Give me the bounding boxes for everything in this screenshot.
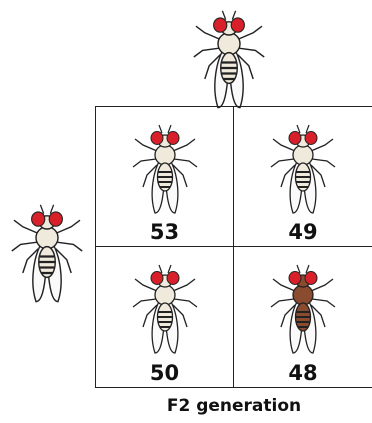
fly-icon	[125, 117, 205, 217]
offspring-fly-brown	[263, 257, 343, 357]
offspring-fly	[263, 117, 343, 217]
fly-icon	[263, 257, 343, 357]
parent-fly-top	[184, 2, 274, 112]
offspring-fly	[125, 117, 205, 217]
punnett-cell: 53	[96, 107, 234, 247]
punnett-cell: 48	[234, 247, 372, 387]
fly-icon	[184, 2, 274, 112]
fly-icon	[2, 196, 92, 306]
offspring-count: 48	[234, 361, 372, 385]
fly-icon	[125, 257, 205, 357]
offspring-fly	[125, 257, 205, 357]
offspring-count: 49	[234, 220, 372, 244]
offspring-count: 53	[96, 220, 233, 244]
generation-caption: F2 generation	[95, 396, 372, 416]
offspring-count: 50	[96, 361, 233, 385]
parent-fly-left	[2, 196, 92, 306]
fly-icon	[263, 117, 343, 217]
punnett-square: 53 49	[95, 106, 372, 388]
punnett-cell: 49	[234, 107, 372, 247]
punnett-cell: 50	[96, 247, 234, 387]
